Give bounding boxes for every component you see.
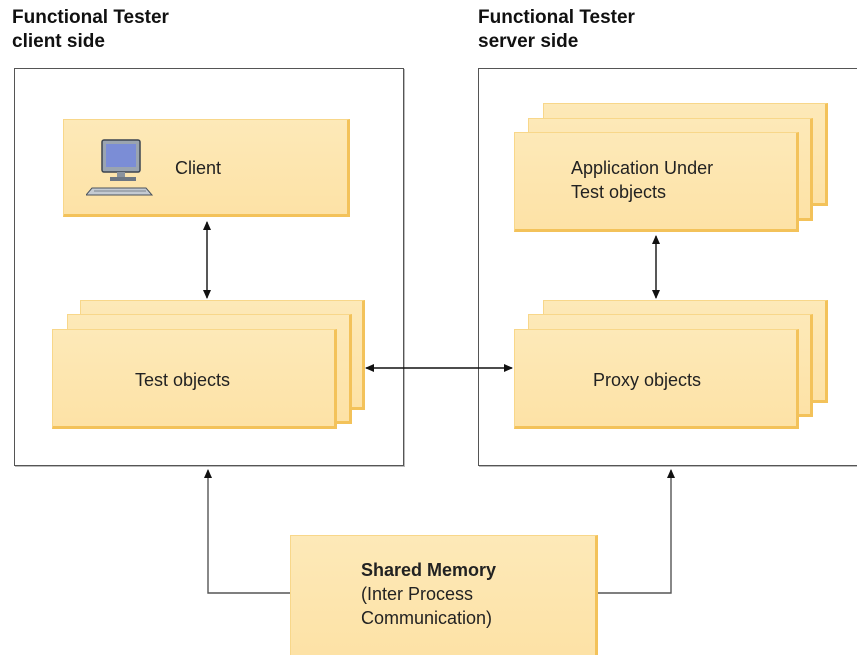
shared-memory-title: Shared Memory <box>361 560 497 580</box>
aut-card <box>514 132 799 232</box>
client-heading-line2: client side <box>12 31 105 52</box>
server-heading-line2: server side <box>478 31 579 52</box>
client-label: Client <box>175 158 222 178</box>
aut-label: Application Under Test objects <box>571 156 713 204</box>
server-side-heading: Functional Tester server side <box>478 6 635 54</box>
aut-label-line1: Application Under <box>571 158 714 178</box>
client-heading-line1: Functional Tester <box>12 7 169 28</box>
test-objects-label: Test objects <box>135 370 231 390</box>
proxy-objects-label: Proxy objects <box>593 370 702 390</box>
client-side-heading: Functional Tester client side <box>12 6 169 54</box>
shared-memory-line2: (Inter Process <box>361 584 474 604</box>
shared-memory-card <box>290 535 598 655</box>
shared-memory-line3: Communication) <box>361 608 493 628</box>
shared-memory-label: Shared Memory (Inter Process Communicati… <box>361 558 496 630</box>
test-objects-card <box>52 329 337 429</box>
aut-label-line2: Test objects <box>571 182 667 202</box>
shared-memory-client-arrow <box>204 469 290 594</box>
server-heading-line1: Functional Tester <box>478 7 635 28</box>
computer-icon <box>86 139 154 196</box>
proxy-objects-card <box>514 329 799 429</box>
shared-memory-server-arrow <box>598 469 675 594</box>
